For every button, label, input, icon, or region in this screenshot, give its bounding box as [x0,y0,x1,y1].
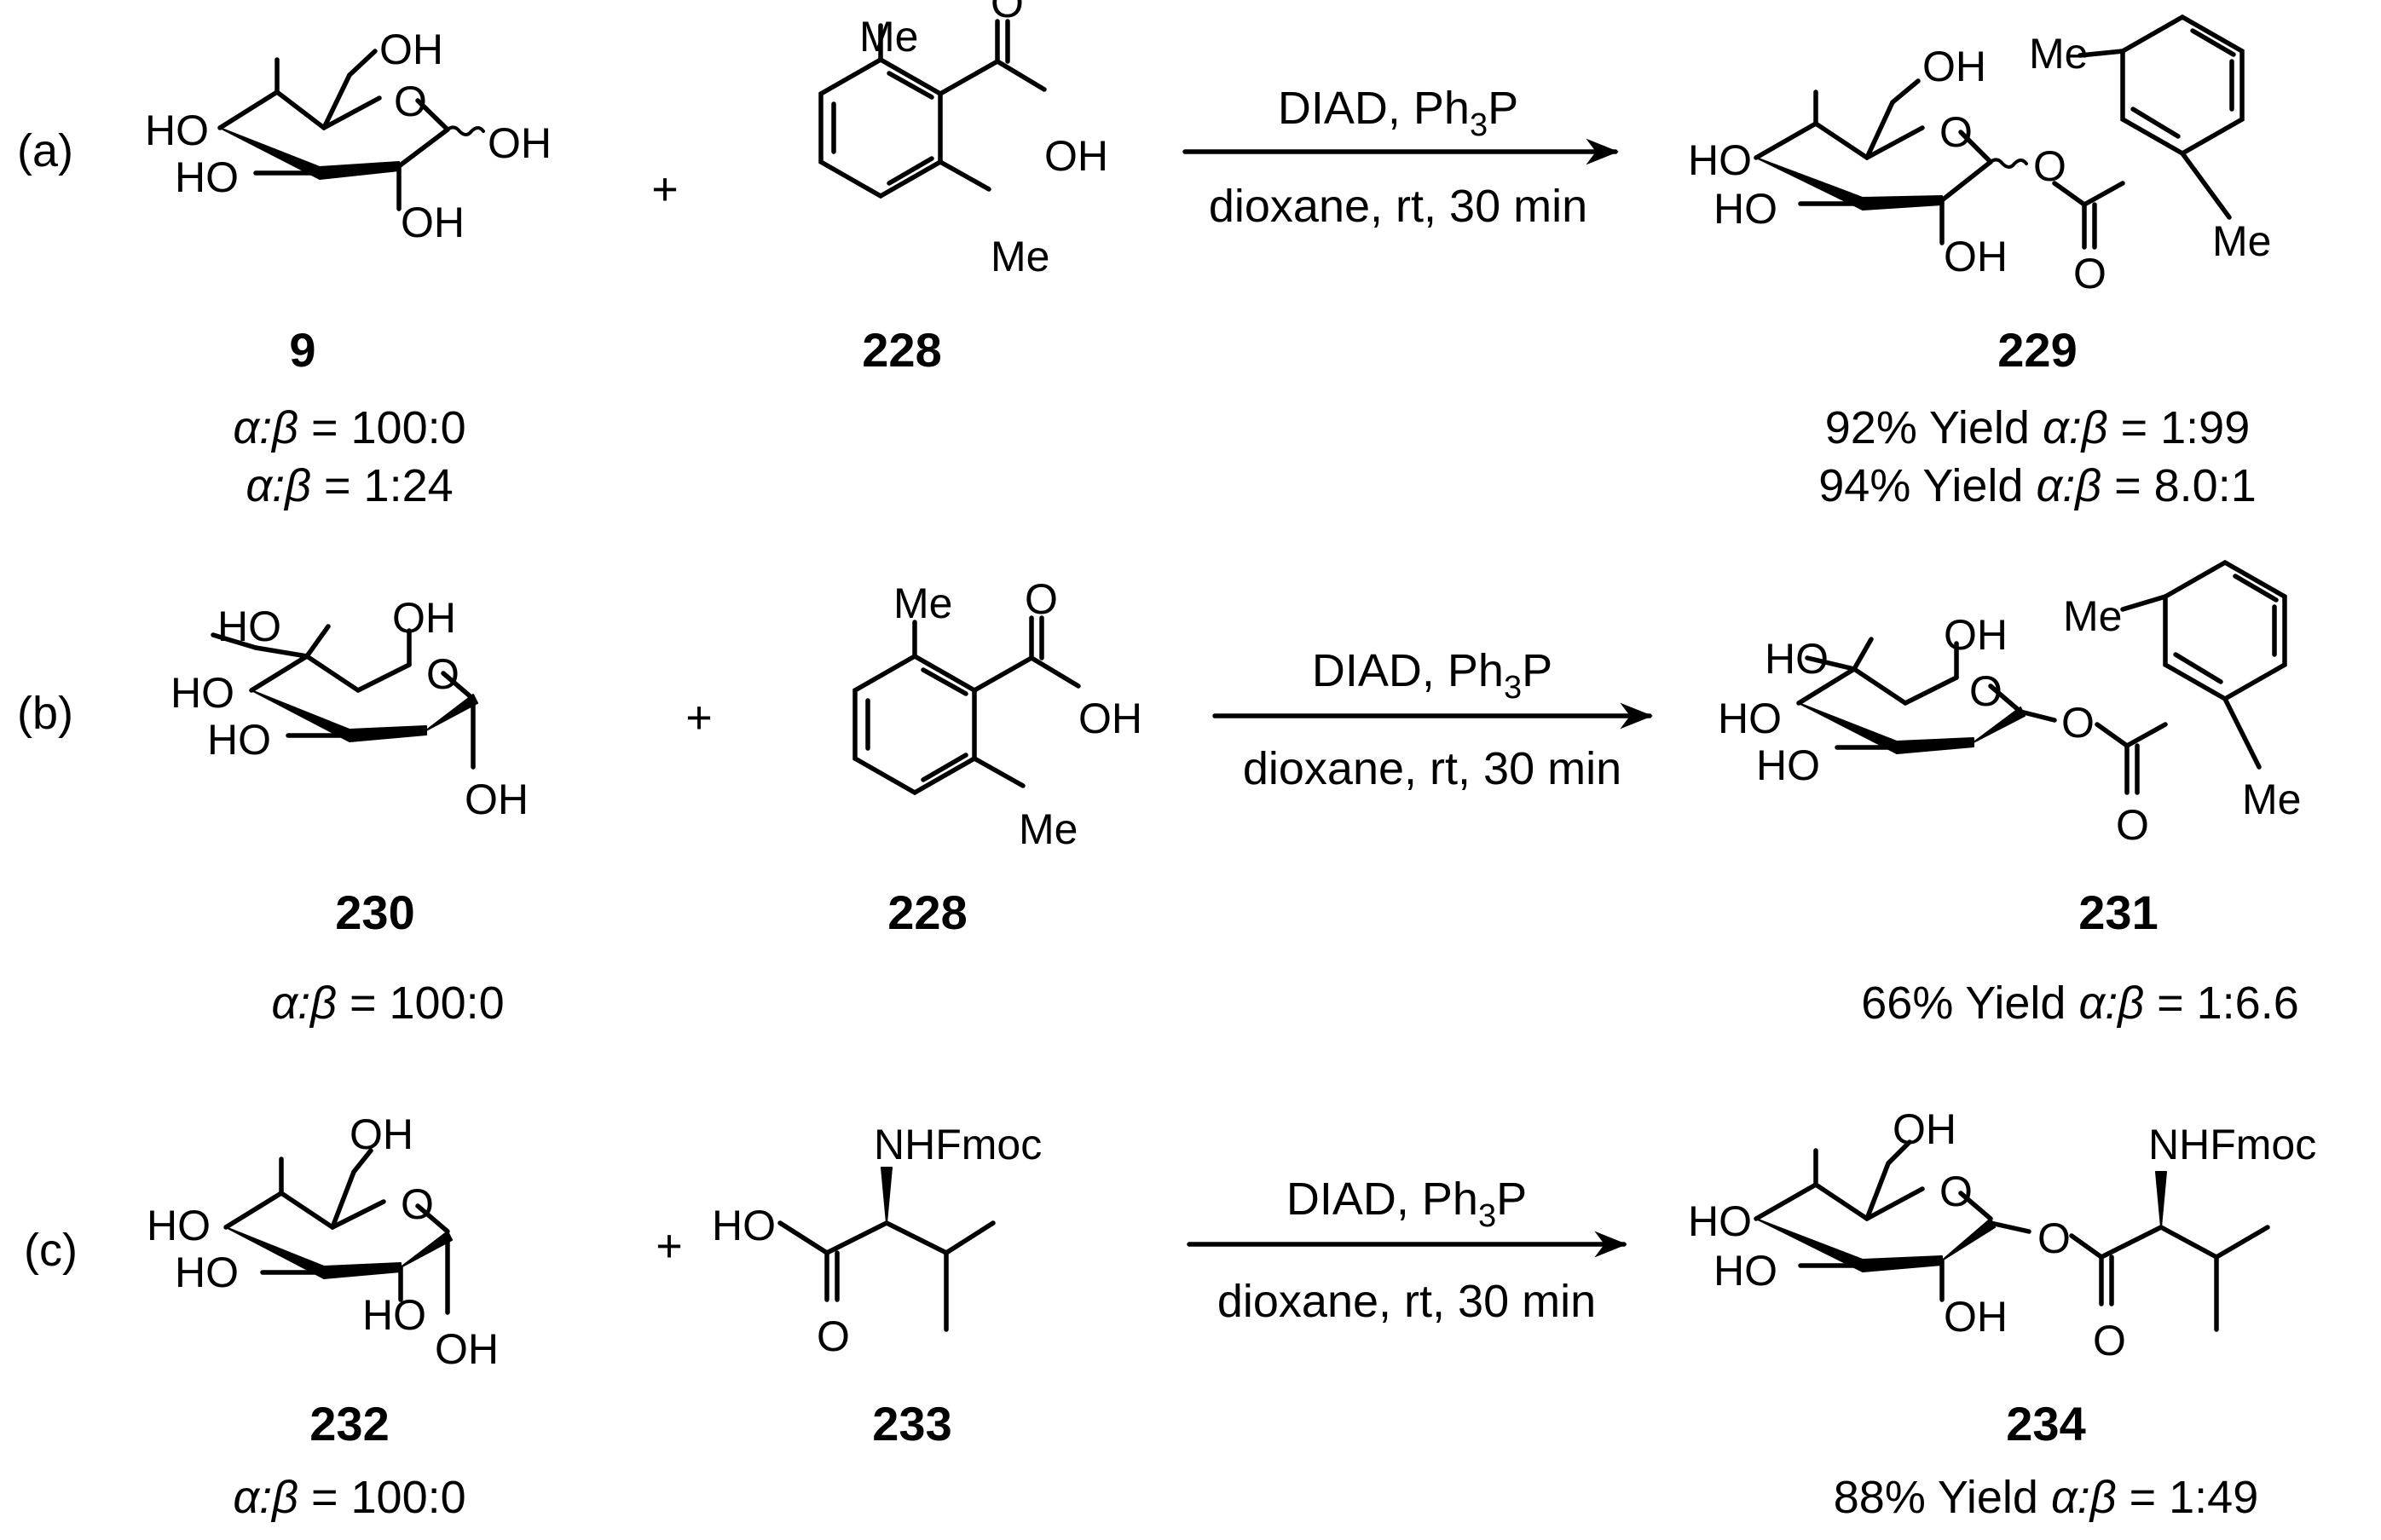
row-label-c: (c) [24,1225,78,1276]
atom-label: HO [147,1202,211,1249]
compound-id-231: 231 [2078,885,2158,939]
conditions-bottom: dioxane, rt, 30 min [1209,181,1587,232]
atom-label: O [2116,801,2149,849]
atom-label: O [401,1180,434,1228]
atom-label: OH [350,1110,413,1158]
atom-label: O [1939,108,1973,156]
atom-label: HO [1688,1197,1752,1245]
atom-label: OH [1078,695,1142,742]
atom-label: HO [1688,136,1752,184]
conditions-top: DIAD, Ph3P [1278,83,1518,143]
atom-label: Me [2063,592,2122,640]
atom-label: HO [175,153,239,201]
atom-label: O [1939,1168,1973,1215]
atom-label: OH [1893,1105,1956,1153]
conditions-bottom: dioxane, rt, 30 min [1243,743,1621,794]
atom-label: O [394,78,427,125]
atom-label: HO [1714,1247,1777,1295]
atom-label: O [2073,250,2106,297]
compound-id-228: 228 [862,323,941,377]
atom-label: OH [435,1325,499,1373]
atom-label: O [1969,667,2002,715]
atom-label: OH [465,776,529,823]
ratio-line: α:β = 100:0 [233,1472,465,1523]
atom-label: NHFmoc [874,1121,1042,1168]
atom-label: OH [401,199,465,246]
atom-label: Me [1019,805,1078,853]
atom-label: OH [1944,611,2008,659]
compound-id-229: 229 [1997,323,2077,377]
plus-sign: + [685,692,713,743]
atom-label: HO [145,107,209,154]
compound-id-234: 234 [2006,1397,2085,1451]
atom-label: HO [207,716,271,764]
atom-label: O [426,650,459,698]
atom-label: OH [1922,43,1986,90]
atom-label: HO [170,669,234,717]
conditions-top: DIAD, Ph3P [1286,1174,1527,1234]
ratio-line: α:β = 1:24 [246,460,453,511]
atom-label: OH [1944,233,2008,280]
atom-label: Me [2029,30,2088,78]
compound-234-structure: OH HO HO OH O O O NHFmoc [1688,1105,2316,1364]
atom-label: Me [2242,776,2301,823]
atom-label: Me [893,580,952,627]
atom-label: HO [1714,185,1777,233]
compound-229-structure: OH O HO HO OH O O Me Me [1688,14,2271,297]
atom-label: O [2033,142,2066,190]
atom-label: HO [175,1249,239,1296]
conditions-top: DIAD, Ph3P [1312,645,1552,706]
row-label-a: (a) [17,125,73,176]
yield-line: 88% Yield α:β = 1:49 [1834,1472,2258,1523]
compound-id-232: 232 [309,1397,389,1451]
compound-233-structure: HO NHFmoc O [712,1121,1042,1360]
atom-label: O [2037,1214,2071,1262]
row-b: (b) HO OH HO HO O OH 230 α:β = 100:0 + [17,559,2301,1029]
atom-label: OH [1044,132,1108,180]
atom-label: Me [2212,217,2271,265]
atom-label: NHFmoc [2148,1121,2316,1168]
compound-231-structure: HO OH HO HO O O O Me Me [1718,559,2301,849]
atom-label: Me [859,13,918,61]
atom-label: HO [217,603,281,650]
compound-230-structure: HO OH HO HO O OH [170,594,529,823]
atom-label: O [2093,1317,2126,1364]
compound-228-structure: Me Me O OH [852,575,1142,853]
atom-label: HO [712,1202,776,1249]
row-c: (c) OH HO HO HO O OH 232 α:β = 100:0 + [24,1105,2316,1523]
ratio-line: α:β = 100:0 [271,978,504,1029]
compound-232-structure: OH HO HO HO O OH [147,1110,499,1373]
atom-label: Me [991,233,1049,280]
atom-label: O [817,1312,850,1360]
yield-line: 66% Yield α:β = 1:6.6 [1861,978,2299,1029]
compound-id-228: 228 [887,885,967,939]
yield-line: 94% Yield α:β = 8.0:1 [1818,460,2257,511]
yield-line: 92% Yield α:β = 1:99 [1825,402,2250,453]
compound-id-230: 230 [335,885,414,939]
atom-label: OH [392,594,456,642]
atom-label: HO [1765,635,1829,683]
atom-label: HO [362,1291,426,1339]
atom-label: OH [379,26,443,73]
plus-sign: + [651,164,679,215]
atom-label: HO [1756,741,1820,789]
row-a: (a) OH O HO HO OH OH 9 α:β = 100:0 α:β =… [17,0,2271,511]
compound-id-233: 233 [872,1397,951,1451]
compound-228-structure: Me Me O OH [818,0,1108,280]
atom-label: O [991,0,1024,26]
atom-label: OH [1944,1293,2008,1341]
compound-id-9: 9 [289,323,315,377]
atom-label: O [2061,699,2095,747]
ratio-line: α:β = 100:0 [233,402,465,453]
row-label-b: (b) [17,688,73,739]
compound-9-structure: OH O HO HO OH OH [145,26,552,246]
atom-label: HO [1718,695,1782,742]
atom-label: OH [488,119,552,167]
conditions-bottom: dioxane, rt, 30 min [1217,1276,1596,1327]
plus-sign: + [656,1220,683,1272]
atom-label: O [1025,575,1058,623]
